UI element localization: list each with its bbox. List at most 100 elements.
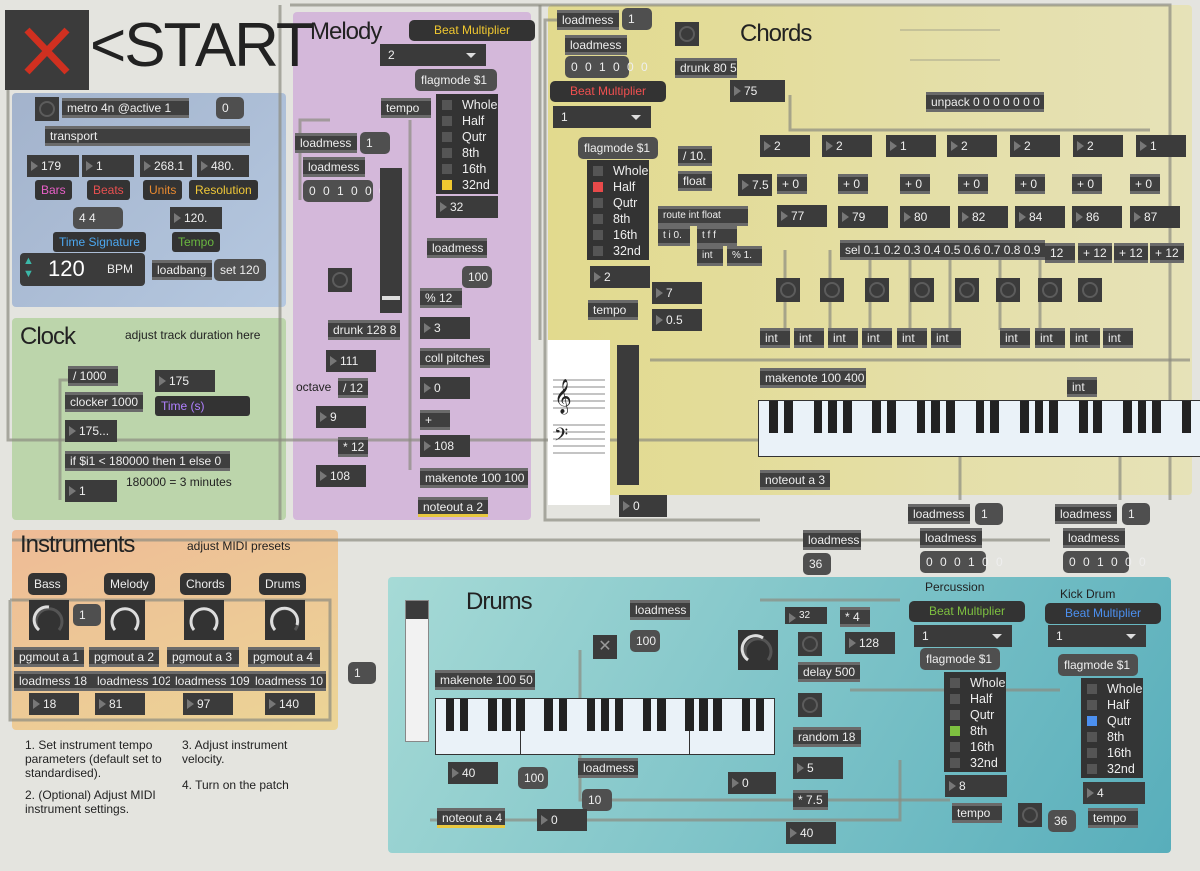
plus-12-object[interactable]: 12 bbox=[1045, 243, 1075, 263]
radio-option[interactable]: 16th bbox=[944, 739, 1006, 755]
black-key[interactable] bbox=[931, 401, 941, 433]
black-key[interactable] bbox=[872, 401, 882, 433]
black-key[interactable] bbox=[445, 699, 455, 731]
chords-seven-number[interactable]: 7 bbox=[652, 282, 702, 304]
melody-nine-number[interactable]: 9 bbox=[316, 406, 366, 428]
chords-float-number[interactable]: 7.5 bbox=[738, 174, 772, 196]
int-object[interactable]: int bbox=[1067, 377, 1097, 397]
chord-bang-button[interactable] bbox=[955, 278, 979, 302]
black-key[interactable] bbox=[828, 401, 838, 433]
chord-bang-button[interactable] bbox=[1078, 278, 1102, 302]
plus-0-object[interactable]: + 0 bbox=[1072, 174, 1102, 194]
loadmess-program-object[interactable]: loadmess 18 bbox=[14, 671, 92, 691]
radio-option[interactable]: Whole bbox=[436, 97, 498, 113]
chords-slider-number[interactable]: 0 bbox=[619, 495, 667, 517]
delay-object[interactable]: delay 500 bbox=[798, 662, 860, 682]
melody-makenote-object[interactable]: makenote 100 100 bbox=[420, 468, 528, 488]
int-object[interactable]: int bbox=[760, 328, 790, 348]
radio-option[interactable]: Half bbox=[944, 691, 1006, 707]
black-key[interactable] bbox=[842, 401, 852, 433]
drums-zero2-number[interactable]: 0 bbox=[537, 809, 587, 831]
bass-one-message[interactable]: 1 bbox=[73, 604, 101, 626]
drums-noteout-object[interactable]: noteout a 4 bbox=[437, 808, 505, 828]
melody-slider[interactable] bbox=[380, 168, 402, 313]
program-number[interactable]: 18 bbox=[29, 693, 79, 715]
drums-128-number[interactable]: 128 bbox=[845, 632, 895, 654]
radio-option[interactable]: Qutr bbox=[436, 129, 498, 145]
int-object[interactable]: int bbox=[897, 328, 927, 348]
radio-square-icon[interactable] bbox=[1087, 684, 1097, 694]
melody-tempo-object[interactable]: tempo bbox=[381, 98, 431, 118]
start-toggle[interactable] bbox=[5, 10, 89, 90]
units-number[interactable]: 268.1 bbox=[140, 155, 192, 177]
black-key[interactable] bbox=[916, 401, 926, 433]
radio-square-icon[interactable] bbox=[593, 166, 603, 176]
drums-40-number[interactable]: 40 bbox=[448, 762, 498, 784]
black-key[interactable] bbox=[488, 699, 497, 731]
transport-object[interactable]: transport bbox=[45, 126, 250, 146]
black-key[interactable] bbox=[887, 401, 896, 433]
int-object[interactable]: int bbox=[1000, 328, 1030, 348]
chord-note-number[interactable]: 87 bbox=[1130, 206, 1180, 228]
mod-12-object[interactable]: % 12 bbox=[420, 288, 462, 308]
chord-note-number[interactable]: 86 bbox=[1072, 206, 1122, 228]
degree-number[interactable]: 2 bbox=[760, 135, 810, 157]
melody-108-number[interactable]: 108 bbox=[420, 435, 470, 457]
int-object[interactable]: int bbox=[931, 328, 961, 348]
melody-division-number[interactable]: 32 bbox=[436, 196, 498, 218]
percussion-flagmode-message[interactable]: flagmode $1 bbox=[920, 648, 1000, 670]
kick-division-number[interactable]: 4 bbox=[1083, 782, 1145, 804]
radio-square-icon[interactable] bbox=[1087, 748, 1097, 758]
radio-option[interactable]: Whole bbox=[944, 675, 1006, 691]
seconds-number[interactable]: 175 bbox=[155, 370, 215, 392]
plus-0-object[interactable]: + 0 bbox=[838, 174, 868, 194]
trigger-i0-object[interactable]: t i 0. bbox=[658, 226, 690, 246]
radio-option[interactable]: Qutr bbox=[944, 707, 1006, 723]
drums-40b-number[interactable]: 40 bbox=[786, 822, 836, 844]
chord-bang-button[interactable] bbox=[865, 278, 889, 302]
black-key[interactable] bbox=[1152, 401, 1162, 433]
drums-keyboard[interactable] bbox=[435, 698, 775, 755]
radio-square-icon[interactable] bbox=[442, 180, 452, 190]
radio-option[interactable]: Whole bbox=[1081, 681, 1143, 697]
percussion-loadmess-2[interactable]: loadmess bbox=[920, 528, 982, 548]
drums-velocity-dial[interactable] bbox=[738, 630, 778, 670]
radio-option[interactable]: 8th bbox=[1081, 729, 1143, 745]
percussion-bang-button[interactable] bbox=[1018, 803, 1042, 827]
percussion-one-message[interactable]: 1 bbox=[975, 503, 1003, 525]
radio-square-icon[interactable] bbox=[950, 694, 960, 704]
melody-bang-button[interactable] bbox=[328, 268, 352, 292]
chord-bang-button[interactable] bbox=[910, 278, 934, 302]
radio-square-icon[interactable] bbox=[593, 246, 603, 256]
black-key[interactable] bbox=[558, 699, 567, 731]
pgmout-object[interactable]: pgmout a 4 bbox=[248, 647, 320, 667]
drums-five-number[interactable]: 5 bbox=[793, 757, 843, 779]
plus-0-object[interactable]: + 0 bbox=[1130, 174, 1160, 194]
ms-number[interactable]: 175... bbox=[65, 420, 117, 442]
chord-bang-button[interactable] bbox=[776, 278, 800, 302]
degree-number[interactable]: 1 bbox=[1136, 135, 1186, 157]
kick-loadmess-1[interactable]: loadmess bbox=[1055, 504, 1117, 524]
radio-square-icon[interactable] bbox=[950, 726, 960, 736]
drums-100-message[interactable]: 100 bbox=[518, 767, 548, 789]
chords-dial[interactable] bbox=[184, 600, 224, 640]
drums-loadmess-2[interactable]: loadmess bbox=[578, 758, 638, 778]
radio-option[interactable]: 8th bbox=[587, 211, 649, 227]
black-key[interactable] bbox=[755, 699, 765, 731]
black-key[interactable] bbox=[713, 699, 722, 731]
chords-loadmess-2[interactable]: loadmess bbox=[565, 35, 627, 55]
route-object[interactable]: route int float bbox=[658, 206, 748, 226]
black-key[interactable] bbox=[769, 401, 779, 433]
metro-object[interactable]: metro 4n @active 1 bbox=[62, 98, 189, 118]
kick-flagmode-message[interactable]: flagmode $1 bbox=[1058, 654, 1138, 676]
stop-flag-number[interactable]: 1 bbox=[65, 480, 117, 502]
melody-noteout-object[interactable]: noteout a 2 bbox=[418, 497, 488, 517]
radio-square-icon[interactable] bbox=[593, 214, 603, 224]
if-object[interactable]: if $i1 < 180000 then 1 else 0 bbox=[65, 451, 230, 471]
percussion-pattern-message[interactable]: 0 0 0 1 0 0 bbox=[920, 551, 1003, 573]
percussion-tempo-object[interactable]: tempo bbox=[952, 803, 1002, 823]
radio-option[interactable]: 8th bbox=[436, 145, 498, 161]
radio-square-icon[interactable] bbox=[950, 742, 960, 752]
